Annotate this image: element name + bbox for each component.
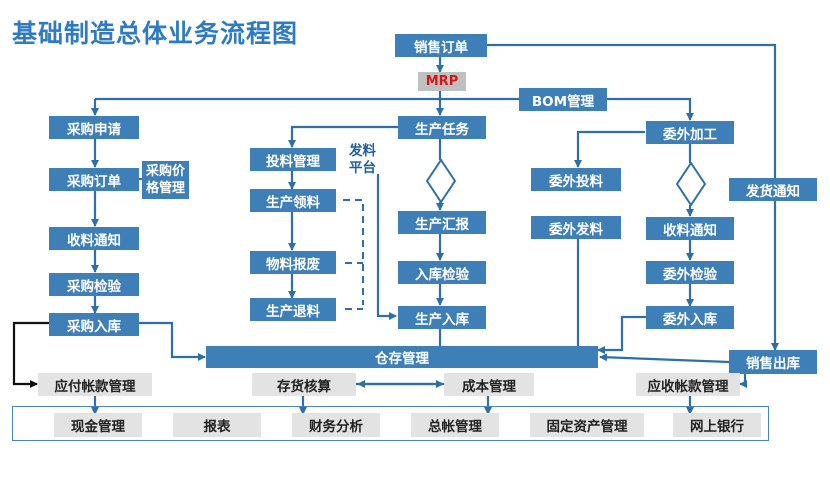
outsource-inspection-box: 委外检验	[646, 261, 734, 284]
general-ledger-label: 总帐管理	[428, 419, 482, 435]
outsource-in-stock-label: 委外入库	[663, 311, 717, 328]
line-processing-to-feed	[574, 130, 645, 168]
sales-order-box: 销售订单	[395, 34, 487, 57]
outsource-dispatch-box: 委外发料	[531, 216, 621, 239]
fixed-assets-label: 固定资产管理	[546, 419, 628, 435]
online-bank-box: 网上银行	[673, 413, 761, 437]
cash-management-label: 现金管理	[71, 419, 125, 435]
sales-order-label: 销售订单	[414, 39, 468, 56]
material-scrap-label: 物料报废	[266, 256, 320, 273]
bom-label: BOM管理	[531, 93, 595, 110]
issue-platform-line1: 发料	[349, 143, 376, 159]
production-report-label: 生产汇报	[415, 216, 469, 233]
dashed-pick-to-platform	[343, 199, 364, 305]
issue-platform-line2: 平台	[349, 160, 376, 176]
purchase-price-line1: 采购价	[145, 164, 185, 179]
line-purchase-to-warehouse	[139, 321, 206, 361]
inventory-accounting-box: 存货核算	[252, 373, 356, 396]
online-bank-label: 网上银行	[690, 419, 744, 435]
feed-management-box: 投料管理	[250, 148, 336, 171]
in-stock-inspection-box: 入库检验	[398, 261, 486, 284]
line-osinstock-to-warehouse	[597, 315, 646, 354]
purchase-order-label: 采购订单	[67, 173, 121, 190]
sales-out-stock-box: 销售出库	[729, 350, 817, 374]
outsource-decision-diamond	[676, 162, 706, 206]
line-platform-to-prodinstock	[376, 174, 397, 320]
purchase-price-box: 采购价 格管理	[142, 161, 189, 199]
production-return-box: 生产退料	[250, 298, 336, 321]
material-scrap-box: 物料报废	[250, 251, 336, 274]
purchase-in-stock-box: 采购入库	[49, 313, 139, 336]
purchase-receive-notice-box: 收料通知	[49, 227, 139, 250]
production-pick-box: 生产领料	[250, 189, 336, 212]
purchase-request-box: 采购申请	[49, 116, 139, 139]
purchase-request-label: 采购申请	[67, 121, 121, 138]
cash-management-box: 现金管理	[54, 413, 142, 437]
production-task-box: 生产任务	[398, 116, 486, 139]
financial-analysis-box: 财务分析	[292, 413, 380, 437]
general-ledger-box: 总帐管理	[411, 413, 499, 437]
inventory-accounting-label: 存货核算	[277, 378, 331, 395]
purchase-inspection-box: 采购检验	[49, 273, 139, 296]
production-task-label: 生产任务	[415, 121, 469, 138]
purchase-order-box: 采购订单	[49, 168, 139, 191]
bom-box: BOM管理	[519, 88, 607, 111]
line-outstock-to-warehouse	[599, 353, 730, 364]
warehouse-management-box: 仓存管理	[206, 346, 598, 368]
financial-analysis-label: 财务分析	[309, 419, 363, 435]
sales-out-stock-label: 销售出库	[746, 356, 800, 372]
production-report-box: 生产汇报	[398, 211, 486, 234]
purchase-price-line2: 格管理	[145, 181, 185, 196]
production-pick-label: 生产领料	[266, 194, 320, 211]
line-purchase-to-payable	[12, 321, 49, 388]
production-decision-diamond	[426, 159, 456, 203]
ship-notice-box: 发货通知	[729, 178, 817, 201]
outsource-feed-box: 委外投料	[531, 168, 621, 191]
line-order-to-outstock	[487, 43, 779, 351]
warehouse-management-label: 仓存管理	[375, 351, 429, 367]
cost-management-box: 成本管理	[444, 373, 534, 396]
receivable-box: 应收帐款管理	[636, 373, 740, 396]
receivable-label: 应收帐款管理	[647, 378, 729, 395]
outsource-dispatch-label: 委外发料	[549, 221, 603, 238]
fixed-assets-box: 固定资产管理	[530, 413, 644, 437]
outsource-processing-label: 委外加工	[663, 126, 717, 143]
line-outstock-to-receivable	[739, 374, 747, 388]
purchase-receive-notice-label: 收料通知	[67, 232, 121, 249]
outsource-receive-notice-label: 收料通知	[663, 222, 717, 239]
payable-box: 应付帐款管理	[38, 373, 152, 396]
outsource-in-stock-box: 委外入库	[646, 306, 734, 329]
in-stock-inspection-label: 入库检验	[415, 266, 469, 283]
purchase-inspection-label: 采购检验	[67, 278, 121, 295]
payable-label: 应付帐款管理	[54, 378, 136, 395]
production-return-label: 生产退料	[266, 303, 320, 320]
reports-label: 报表	[203, 419, 231, 435]
line-trunk-right	[607, 97, 694, 121]
line-task-to-feed	[288, 125, 398, 148]
outsource-feed-label: 委外投料	[549, 173, 603, 190]
reports-box: 报表	[173, 413, 261, 437]
cost-management-label: 成本管理	[462, 378, 516, 395]
mrp-label: MRP	[425, 74, 459, 89]
outsource-inspection-label: 委外检验	[663, 266, 717, 283]
purchase-in-stock-label: 采购入库	[67, 318, 121, 335]
ship-notice-label: 发货通知	[746, 183, 800, 200]
issue-platform-label: 发料 平台	[349, 143, 376, 177]
bottom-module-frame	[12, 406, 769, 441]
outsource-processing-box: 委外加工	[646, 121, 734, 144]
production-in-stock-box: 生产入库	[398, 306, 486, 329]
mrp-box: MRP	[418, 72, 466, 91]
page-title: 基础制造总体业务流程图	[12, 19, 299, 48]
production-in-stock-label: 生产入库	[415, 311, 469, 328]
outsource-receive-notice-box: 收料通知	[646, 217, 734, 240]
feed-management-label: 投料管理	[266, 153, 320, 170]
